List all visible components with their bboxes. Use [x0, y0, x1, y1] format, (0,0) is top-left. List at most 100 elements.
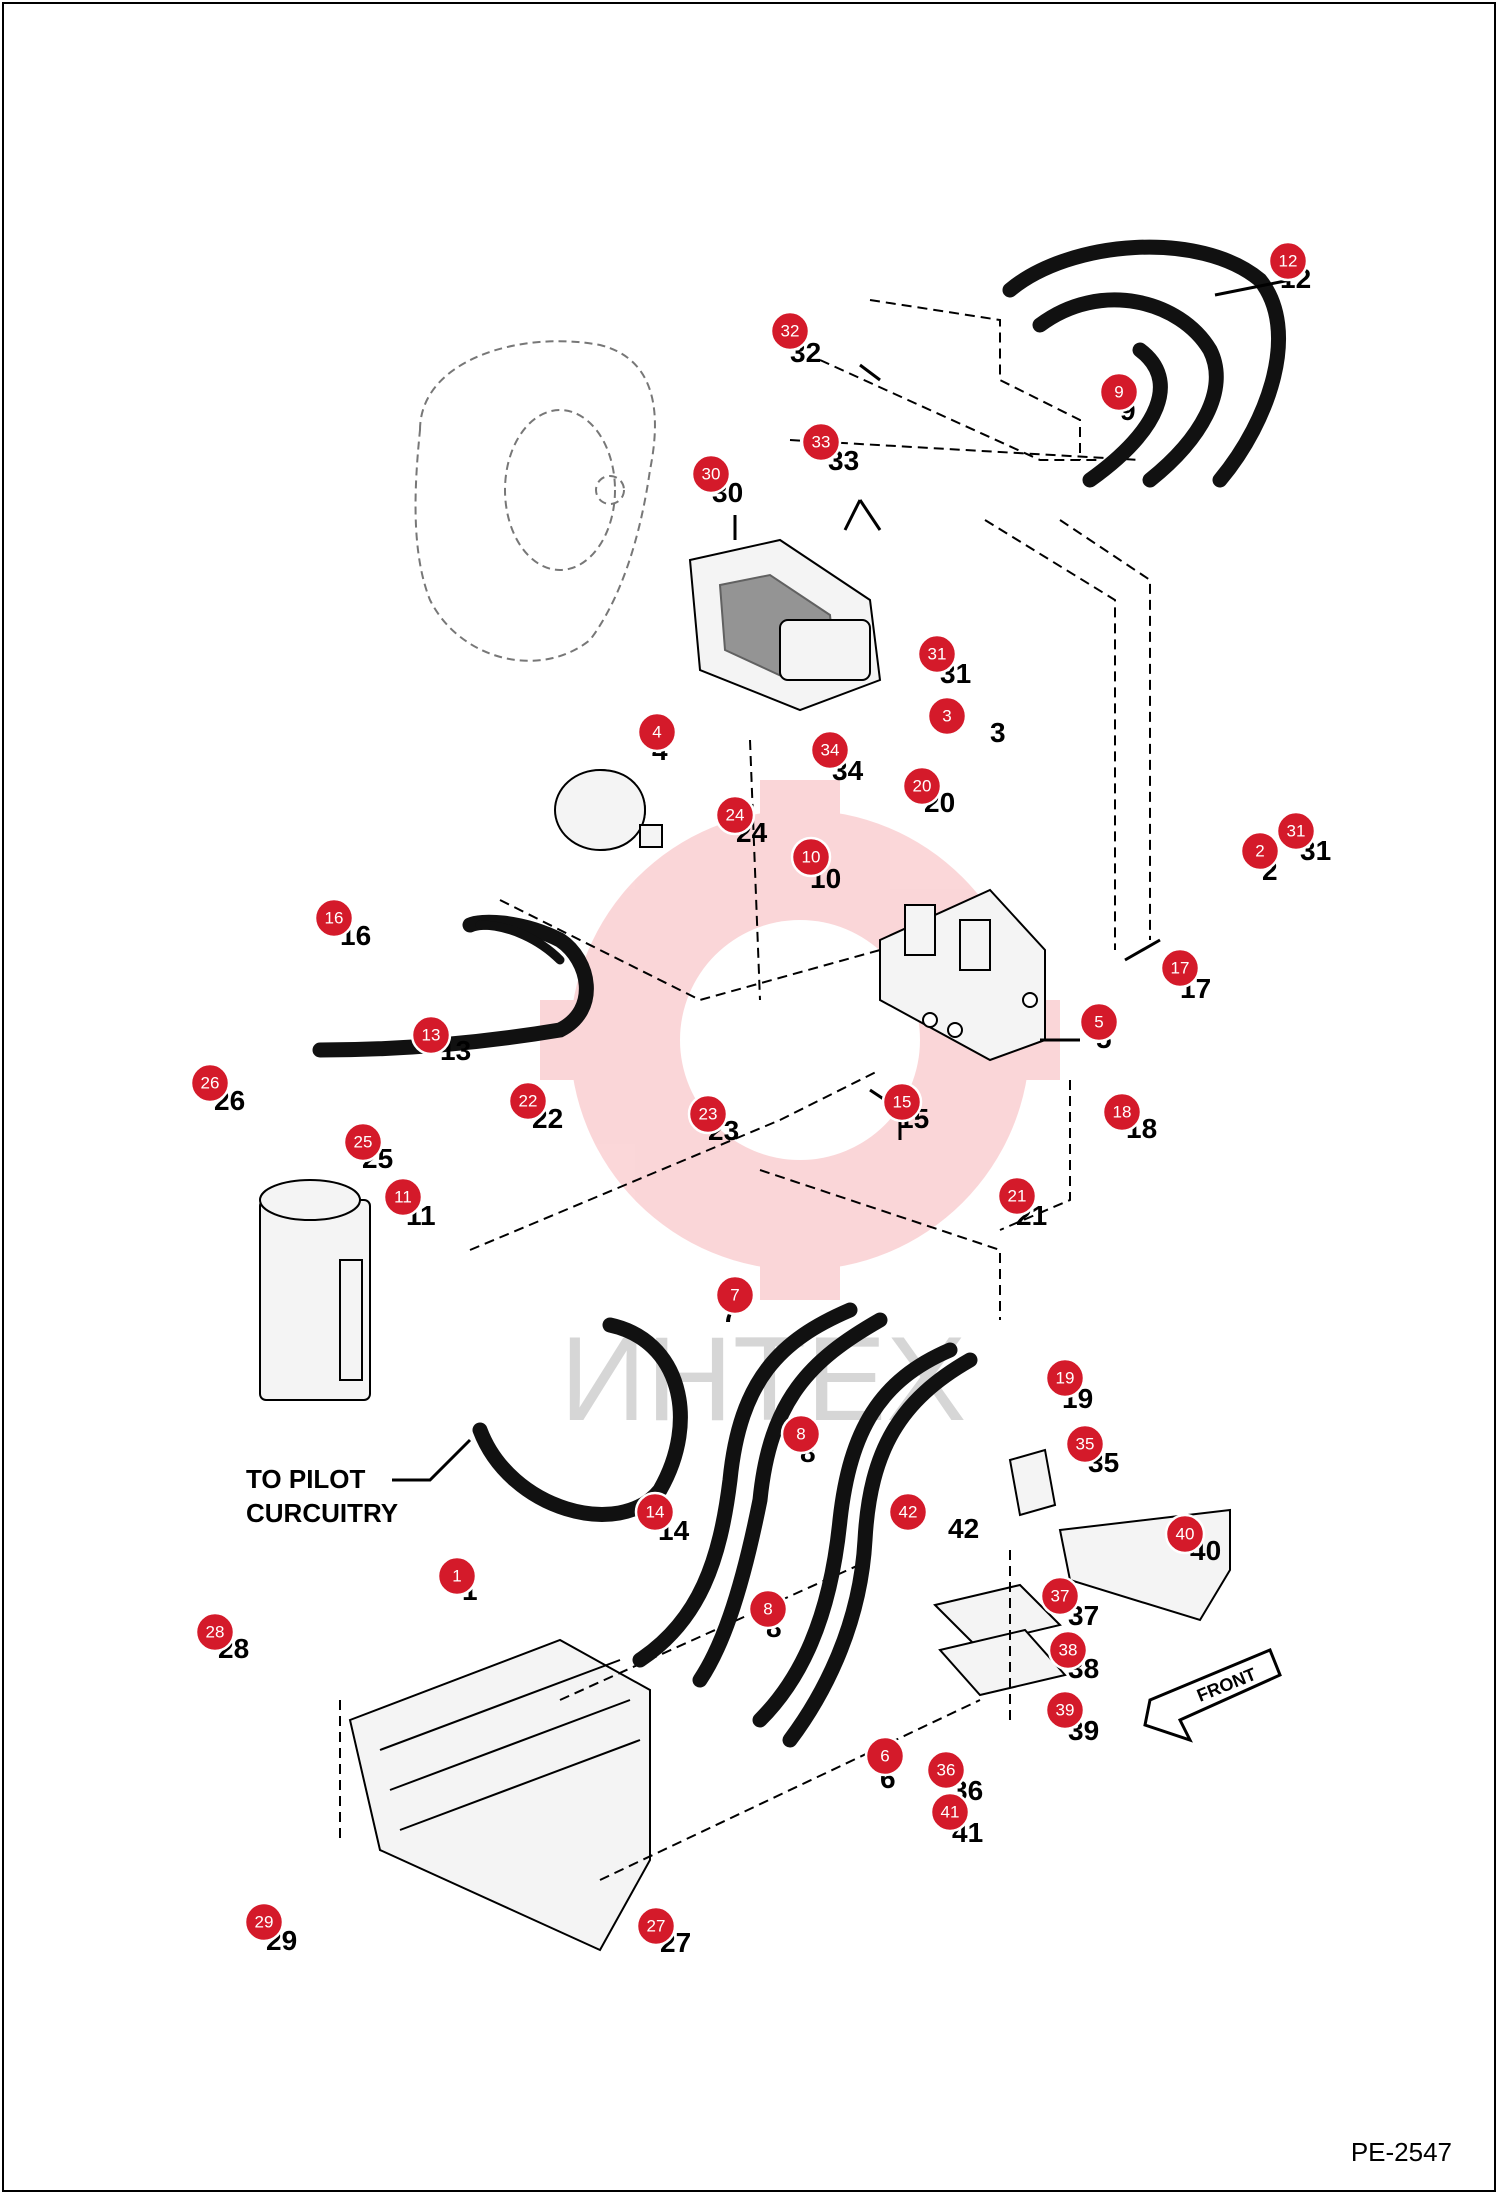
callout-badge: 17: [1159, 947, 1201, 989]
drawing-code: PE-2547: [1350, 2137, 1452, 2167]
callout-badge: 1: [436, 1555, 478, 1597]
callout-badge: 41: [929, 1791, 971, 1833]
pilot-label-line2: CURCUITRY: [246, 1498, 398, 1528]
svg-text:25: 25: [354, 1133, 373, 1152]
svg-text:26: 26: [201, 1074, 220, 1093]
callout-badge: 40: [1164, 1513, 1206, 1555]
callout-badge: 21: [996, 1175, 1038, 1217]
callout-badge: 24: [714, 794, 756, 836]
callout-badge: 11: [382, 1176, 424, 1218]
callout-badge: 23: [687, 1093, 729, 1135]
pilot-routing-lines: [339, 299, 1151, 1881]
svg-text:31: 31: [1287, 822, 1306, 841]
callout-badge: 37: [1039, 1575, 1081, 1617]
callout-badge: 29: [243, 1901, 285, 1943]
callout-badge: 28: [194, 1611, 236, 1653]
svg-text:22: 22: [519, 1092, 538, 1111]
callout-badge: 5: [1078, 1001, 1120, 1043]
callout-badge: 18: [1101, 1091, 1143, 1133]
svg-text:8: 8: [796, 1425, 805, 1444]
callout-badge: 19: [1044, 1357, 1086, 1399]
callout-badge: 35: [1064, 1423, 1106, 1465]
callout-badge: 31: [916, 633, 958, 675]
svg-text:41: 41: [941, 1803, 960, 1822]
pilot-label-line1: TO PILOT: [246, 1464, 366, 1494]
svg-text:36: 36: [937, 1761, 956, 1780]
svg-text:29: 29: [255, 1913, 274, 1932]
callout-badge: 42: [887, 1491, 929, 1533]
svg-text:23: 23: [699, 1105, 718, 1124]
callout-badge: 20: [901, 765, 943, 807]
svg-text:12: 12: [1279, 252, 1298, 271]
svg-text:38: 38: [1059, 1641, 1078, 1660]
svg-text:30: 30: [702, 465, 721, 484]
callout-badge: 10: [790, 836, 832, 878]
svg-text:9: 9: [1114, 383, 1123, 402]
callout-badge: 25: [342, 1121, 384, 1163]
svg-text:5: 5: [1094, 1013, 1103, 1032]
front-arrow: FRONT: [1143, 1648, 1282, 1743]
swivel-joint: [259, 1179, 371, 1401]
svg-text:17: 17: [1171, 959, 1190, 978]
callout-badge: 14: [634, 1491, 676, 1533]
callout-badge: 27: [635, 1905, 677, 1947]
callout-badge: 31: [1275, 810, 1317, 852]
callout-badge: 26: [189, 1062, 231, 1104]
callout-badge: 30: [690, 453, 732, 495]
svg-text:21: 21: [1008, 1187, 1027, 1206]
callout-badge: 36: [925, 1749, 967, 1791]
control-valve-block: [879, 888, 1046, 1062]
svg-text:35: 35: [1076, 1435, 1095, 1454]
svg-text:28: 28: [206, 1623, 225, 1642]
callout-badge: 39: [1044, 1689, 1086, 1731]
svg-text:16: 16: [325, 909, 344, 928]
pilot-annotation: TO PILOT CURCUITRY: [246, 1438, 472, 1528]
callout-badge: 8: [780, 1413, 822, 1455]
svg-text:13: 13: [422, 1026, 441, 1045]
svg-text:18: 18: [1113, 1103, 1132, 1122]
svg-text:4: 4: [652, 723, 661, 742]
callout-badge: 4: [636, 711, 678, 753]
svg-text:42: 42: [899, 1503, 918, 1522]
callout-badge: 33: [800, 421, 842, 463]
callout-badge: 16: [313, 897, 355, 939]
accumulator: [554, 769, 663, 851]
part-number: 42: [948, 1513, 979, 1544]
callout-badge: 3: [926, 695, 968, 737]
svg-text:15: 15: [893, 1093, 912, 1112]
callout-badge: 32: [769, 310, 811, 352]
callout-badge: 12: [1267, 240, 1309, 282]
svg-text:11: 11: [394, 1188, 412, 1207]
engine-bell-housing: [414, 340, 656, 662]
hydraulic-pump: [688, 538, 882, 712]
callout-badge: 34: [809, 729, 851, 771]
callout-badge: 15: [881, 1081, 923, 1123]
svg-text:3: 3: [942, 707, 951, 726]
callout-badge: 7: [714, 1274, 756, 1316]
svg-text:8: 8: [763, 1600, 772, 1619]
svg-text:37: 37: [1051, 1587, 1070, 1606]
callout-badge: 22: [507, 1080, 549, 1122]
callout-badge: 2: [1239, 830, 1281, 872]
callout-badge: 8: [747, 1588, 789, 1630]
hoses: [312, 239, 1287, 1748]
svg-text:32: 32: [781, 322, 800, 341]
callout-badge: 13: [410, 1014, 452, 1056]
svg-text:20: 20: [913, 777, 932, 796]
main-valve-bank: [348, 1638, 651, 1952]
svg-text:2: 2: [1255, 842, 1264, 861]
part-number: 3: [990, 717, 1006, 748]
svg-text:39: 39: [1056, 1701, 1075, 1720]
svg-text:19: 19: [1056, 1369, 1075, 1388]
svg-text:14: 14: [646, 1503, 665, 1522]
svg-text:24: 24: [726, 806, 745, 825]
svg-text:34: 34: [821, 741, 840, 760]
callout-badge: 6: [864, 1735, 906, 1777]
callout-badge: 38: [1047, 1629, 1089, 1671]
svg-text:27: 27: [647, 1917, 666, 1936]
svg-text:1: 1: [452, 1567, 461, 1586]
svg-text:10: 10: [802, 848, 821, 867]
svg-text:33: 33: [812, 433, 831, 452]
